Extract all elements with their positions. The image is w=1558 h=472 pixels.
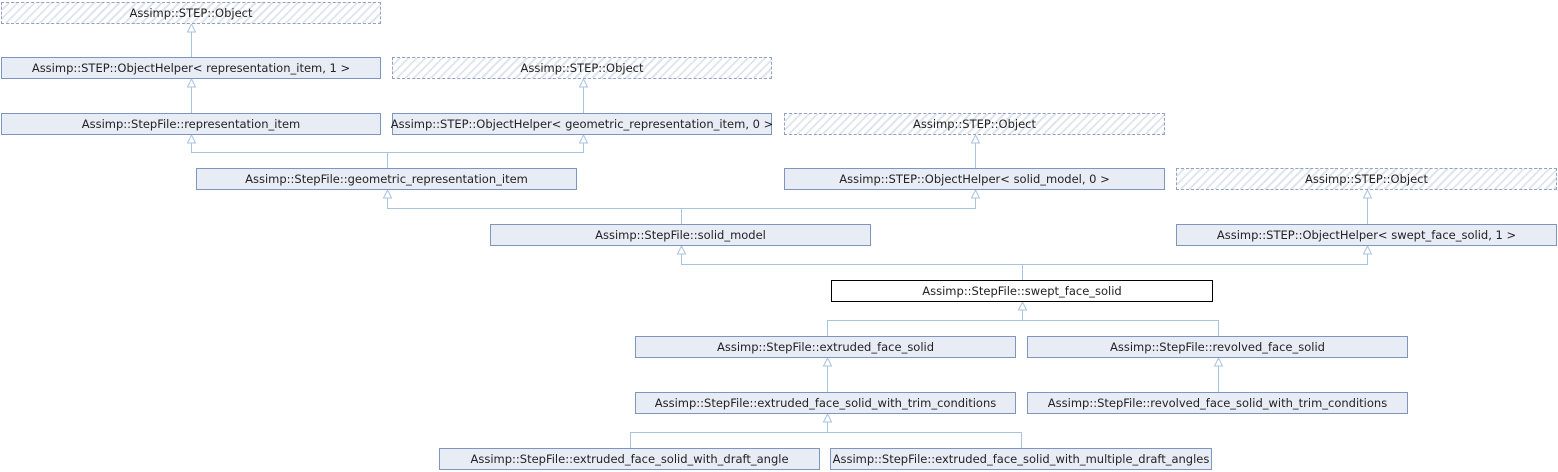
node-extruded-face-solid-with-trim-conditions[interactable]: Assimp::StepFile::extruded_face_solid_wi… <box>635 392 1016 414</box>
node-step-object-2[interactable]: Assimp::STEP::Object <box>392 57 772 79</box>
node-geometric-representation-item[interactable]: Assimp::StepFile::geometric_representati… <box>196 168 577 190</box>
inheritance-arrow <box>1362 188 1373 199</box>
node-label: Assimp::STEP::ObjectHelper< geometric_re… <box>390 117 774 131</box>
node-step-object-1[interactable]: Assimp::STEP::Object <box>1 2 381 24</box>
node-label: Assimp::StepFile::revolved_face_solid_wi… <box>1047 396 1388 410</box>
inheritance-edge <box>387 143 584 153</box>
node-label: Assimp::STEP::ObjectHelper< representati… <box>31 61 351 75</box>
node-label: Assimp::StepFile::representation_item <box>81 117 301 131</box>
inheritance-arrow <box>578 133 589 144</box>
inheritance-arrow <box>382 188 393 199</box>
node-extruded-face-solid[interactable]: Assimp::StepFile::extruded_face_solid <box>635 336 1016 358</box>
node-step-object-4[interactable]: Assimp::STEP::Object <box>1176 168 1557 190</box>
inheritance-arrow <box>186 77 197 88</box>
node-revolved-face-solid-with-trim-conditions[interactable]: Assimp::StepFile::revolved_face_solid_wi… <box>1027 392 1408 414</box>
node-label: Assimp::STEP::ObjectHelper< swept_face_s… <box>1216 228 1517 242</box>
node-solid-model[interactable]: Assimp::StepFile::solid_model <box>490 224 871 246</box>
node-label: Assimp::STEP::ObjectHelper< solid_model,… <box>839 172 1110 186</box>
inheritance-arrow <box>822 356 833 367</box>
node-objecthelper-solid-model[interactable]: Assimp::STEP::ObjectHelper< solid_model,… <box>784 168 1165 190</box>
node-label: Assimp::STEP::Object <box>912 117 1037 131</box>
inheritance-arrow <box>970 188 981 199</box>
inheritance-arrow <box>186 22 197 33</box>
node-objecthelper-representation-item[interactable]: Assimp::STEP::ObjectHelper< representati… <box>1 57 381 79</box>
inheritance-arrow <box>1213 356 1224 367</box>
inheritance-arrow <box>1017 300 1028 311</box>
node-extruded-face-solid-with-multiple-draft-angles[interactable]: Assimp::StepFile::extruded_face_solid_wi… <box>830 448 1212 470</box>
inheritance-arrow <box>578 77 589 88</box>
node-extruded-face-solid-with-draft-angle[interactable]: Assimp::StepFile::extruded_face_solid_wi… <box>439 448 820 470</box>
node-label: Assimp::StepFile::extruded_face_solid_wi… <box>470 452 789 466</box>
inheritance-arrow <box>970 133 981 144</box>
node-label: Assimp::StepFile::swept_face_solid <box>922 284 1122 298</box>
node-label: Assimp::StepFile::extruded_face_solid_wi… <box>654 396 997 410</box>
node-label: Assimp::StepFile::extruded_face_solid_wi… <box>832 452 1210 466</box>
node-representation-item[interactable]: Assimp::StepFile::representation_item <box>1 113 381 135</box>
inheritance-edge <box>827 432 1022 448</box>
node-label: Assimp::STEP::Object <box>129 6 253 20</box>
inheritance-edge <box>387 198 682 224</box>
node-objecthelper-geometric-representation-item[interactable]: Assimp::STEP::ObjectHelper< geometric_re… <box>390 113 774 135</box>
node-label: Assimp::StepFile::geometric_representati… <box>245 172 528 186</box>
inheritance-edge <box>1022 254 1368 265</box>
inheritance-arrow <box>1362 244 1373 255</box>
node-label: Assimp::StepFile::revolved_face_solid <box>1110 340 1325 354</box>
node-revolved-face-solid[interactable]: Assimp::StepFile::revolved_face_solid <box>1027 336 1408 358</box>
node-objecthelper-swept-face-solid[interactable]: Assimp::STEP::ObjectHelper< swept_face_s… <box>1176 224 1557 246</box>
inheritance-edge <box>681 198 976 209</box>
node-swept-face-solid[interactable]: Assimp::StepFile::swept_face_solid <box>831 280 1213 302</box>
inheritance-edge <box>1022 320 1219 336</box>
inheritance-arrow <box>676 244 687 255</box>
inheritance-arrow <box>186 133 197 144</box>
inheritance-arrow <box>822 412 833 423</box>
inheritance-edge <box>827 310 1023 336</box>
inheritance-edge <box>681 254 1023 280</box>
inheritance-edge <box>630 422 828 448</box>
inheritance-edge <box>191 143 388 168</box>
node-step-object-3[interactable]: Assimp::STEP::Object <box>784 113 1165 135</box>
node-label: Assimp::STEP::Object <box>520 61 644 75</box>
node-label: Assimp::StepFile::extruded_face_solid <box>716 340 935 354</box>
node-label: Assimp::STEP::Object <box>1304 172 1429 186</box>
node-label: Assimp::StepFile::solid_model <box>595 228 766 242</box>
